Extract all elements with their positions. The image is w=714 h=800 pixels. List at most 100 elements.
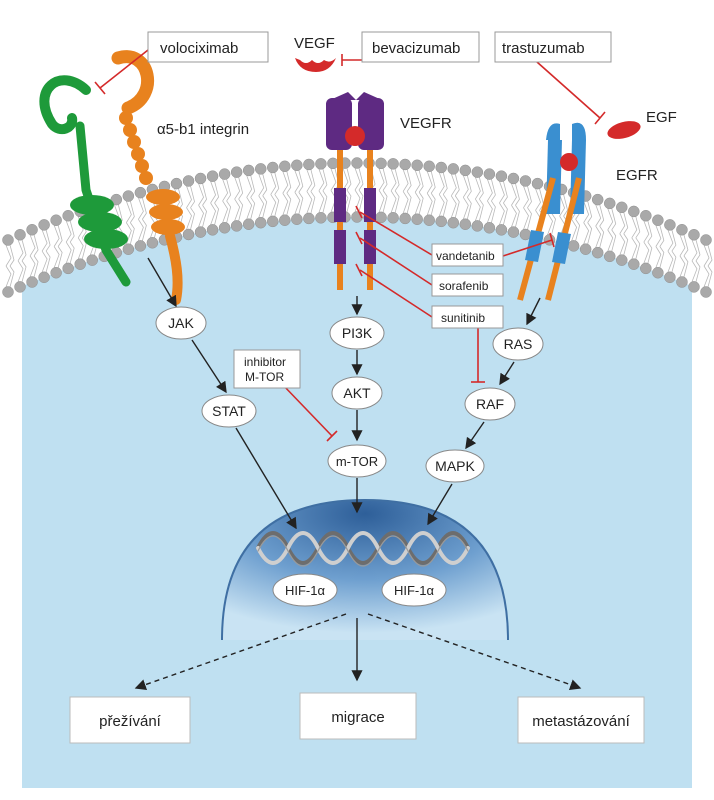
lipid-head [423, 214, 435, 226]
lipid-head [351, 157, 363, 169]
lipid-tail [511, 183, 520, 228]
lipid-tail [487, 178, 496, 223]
node-mtor: m-TOR [327, 444, 387, 478]
lipid-head [628, 258, 640, 270]
migration-label: migrace [331, 709, 384, 726]
lipid-tail [414, 170, 424, 215]
egfr-label: EGFR [616, 167, 658, 184]
lipid-tail [691, 239, 701, 283]
lipid-head [387, 212, 399, 224]
lipid-tail [499, 181, 508, 225]
drug-box-vandetanib: vandetanib [431, 243, 504, 267]
lipid-head [291, 213, 303, 225]
lipid-head [194, 172, 207, 185]
mapk-label: MAPK [435, 458, 475, 474]
dna-helix [256, 531, 470, 567]
lipid-tail [65, 220, 75, 264]
egfr-receptor [517, 122, 586, 301]
integrin-label: α5-b1 integrin [157, 121, 249, 138]
lipid-head [495, 170, 508, 182]
outcome-migration: migrace [299, 692, 417, 740]
lipid-tail [595, 204, 605, 248]
lipid-tail [631, 216, 641, 260]
lipid-tail [354, 167, 364, 213]
lipid-head [315, 158, 327, 170]
lipid-tail [306, 169, 316, 214]
lipid-head [62, 262, 74, 275]
vegfr-receptor [326, 92, 384, 290]
lipid-head [399, 158, 411, 171]
lipid-head [50, 266, 62, 279]
drug-box-sunitinib: sunitinib [431, 305, 504, 329]
egf-ligand [607, 121, 641, 139]
lipid-head [303, 212, 315, 225]
lipid-head [519, 228, 532, 241]
drug-box-inhibitor-mtor: inhibitor M-TOR [233, 349, 301, 389]
lipid-head [254, 216, 267, 229]
metastasis-label: metastázování [532, 713, 630, 730]
lipid-head [230, 220, 243, 232]
lipid-tail [655, 225, 665, 268]
lipid-head [688, 229, 700, 241]
lipid-head [315, 212, 327, 224]
lipid-head [603, 250, 616, 263]
lipid-head [242, 218, 255, 230]
lipid-tail [583, 200, 593, 245]
lipid-head [652, 266, 664, 279]
lipid-head [291, 159, 303, 172]
lipid-tail [210, 181, 220, 225]
lipid-head [507, 226, 520, 238]
lipid-head [194, 226, 207, 238]
lipid-head [170, 177, 183, 190]
outcome-survival: přežívání [69, 696, 191, 744]
lipid-head [688, 281, 700, 293]
drug-box-sorafenib: sorafenib [431, 273, 504, 297]
lipid-tail [246, 175, 256, 220]
lipid-head [242, 164, 255, 177]
lipid-head [279, 160, 291, 173]
lipid-tail [474, 177, 484, 222]
lipid-tail [270, 172, 280, 217]
drug-box-trastuzumab: trastuzumab [494, 31, 612, 63]
lipid-tail [703, 244, 713, 288]
node-stat: STAT [201, 394, 257, 428]
lipid-head [254, 163, 267, 175]
lipid-head [26, 276, 38, 288]
lipid-head [230, 166, 243, 178]
lipid-head [447, 216, 460, 229]
lipid-head [483, 222, 496, 234]
lipid-head [616, 201, 628, 214]
lipid-tail [125, 200, 135, 245]
lipid-head [519, 175, 532, 187]
pathway-arrows [134, 257, 582, 691]
lipid-head [531, 177, 544, 190]
lipid-head [375, 211, 387, 224]
vegf-ligand [295, 58, 336, 72]
lipid-head [483, 168, 496, 180]
lipid-head [206, 170, 219, 182]
lipid-head [375, 157, 387, 170]
lipid-head [182, 228, 195, 241]
lipid-tail [523, 185, 532, 230]
lipid-tail [198, 183, 207, 228]
lipid-head [652, 214, 664, 226]
membrane-band [8, 163, 706, 292]
lipid-tail [17, 239, 27, 283]
lipid-head [579, 243, 592, 255]
lipid-head [146, 237, 159, 249]
lipid-head [399, 212, 411, 225]
lipid-head [267, 161, 279, 174]
lipid-head [664, 219, 676, 231]
lipid-head [447, 163, 460, 175]
lipid-head [640, 209, 652, 222]
sunitinib-label: sunitinib [441, 311, 485, 325]
lipid-head [435, 161, 447, 174]
lipid-head [14, 229, 26, 241]
pi3k-label: PI3K [342, 325, 373, 341]
integrin-orange-subunit [111, 50, 185, 305]
node-mapk: MAPK [425, 449, 485, 483]
lipid-tail [607, 208, 617, 252]
lipid-tail [41, 229, 51, 273]
stat-label: STAT [212, 403, 246, 419]
lipid-head [676, 223, 688, 236]
